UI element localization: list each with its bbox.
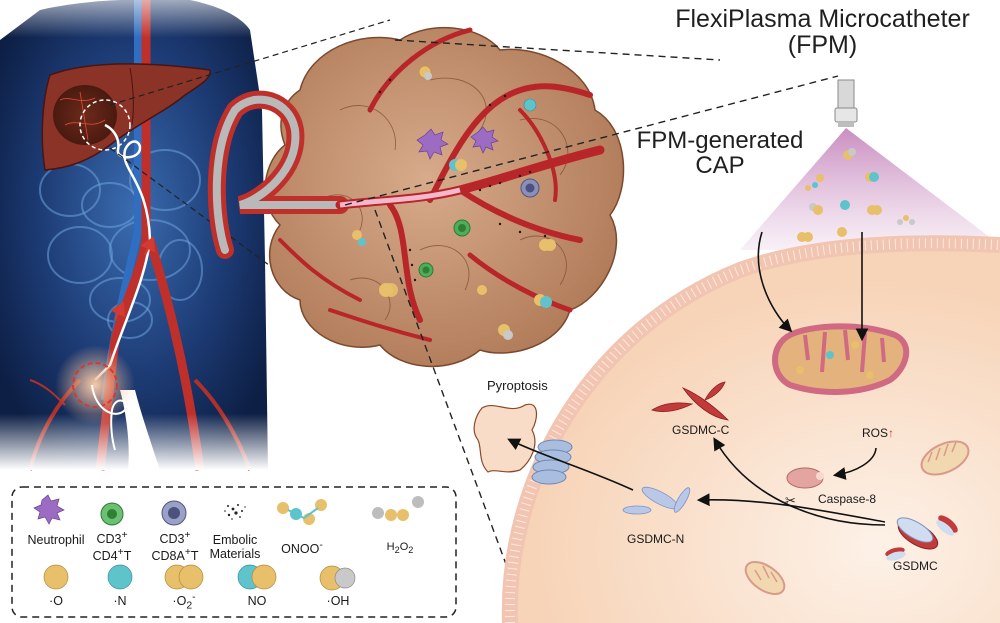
cd4-t-cell-icon [100,502,124,526]
neutrophil-icon [33,494,65,525]
ros-label: ROS↑ [862,426,894,440]
gsdmc-to-n-arrow [696,493,886,523]
legend-icons [33,494,424,591]
gsdmc-n-fragments [622,486,691,515]
gsdmc-c-fragments [651,381,730,421]
nitrogen-radical-icon [107,564,133,590]
catheter-coil-core [212,95,344,254]
pathway-arrows [507,231,886,526]
pyroptosis-debris [473,403,537,473]
legend-superoxide-label: ·O2- [172,592,196,612]
mitochondrion-damaged [772,323,910,395]
gsdmc-pore [531,439,573,485]
legend-o-radical-label: ·O [49,594,63,608]
cd4-t-cell [453,219,471,237]
cd8-t-cell [520,178,540,198]
scissors-icon: ✂ [785,493,796,508]
neutrophil [416,128,449,160]
cap-plasma-cone [740,128,1000,250]
hydroxyl-radical-icon [319,565,356,591]
ros-species-tumor [352,65,556,340]
fpm-title-line1: FlexiPlasma Microcatheter [675,5,970,33]
microcatheter-nozzle [834,79,858,127]
ros-text: ROS [862,426,889,440]
cap-title-line2: CAP [695,152,745,180]
embolic-materials-icon [224,504,246,520]
main-vessel-lumen [339,187,461,208]
cap-ros-particles [797,148,915,242]
n-to-pore-arrow [507,438,634,491]
zoom-guide-lines [344,39,839,576]
legend-h2o2-label: H2O2 [386,541,414,556]
zoom-guide-lines [109,19,391,311]
legend-no-label: NO [247,594,267,608]
embolic-material-dots [378,78,547,282]
neutrophil [470,126,499,154]
hydrogen-peroxide-icon [372,496,424,521]
cd4-t-cell [418,262,434,278]
legend-cd4-label: CD3+ CD4+T [92,530,132,563]
cd8-t-cell-icon [161,500,187,526]
legend-embolic-label: Embolic Materials [209,533,261,562]
gsdmc-n-label: GSDMC-N [627,532,685,546]
legend-oh-label: ·OH [326,594,350,608]
mitochondrion [920,440,970,476]
caspase-8-label: Caspase-8 [818,492,877,506]
caspase-8 [786,467,824,489]
cap-title-line1: FPM-generated [636,127,804,154]
gsdmc-c-label: GSDMC-C [672,423,730,437]
tumor-panel [207,27,625,368]
pyroptosis-label: Pyroptosis [487,378,548,393]
cap-entry-arrow [757,231,793,333]
ros-increase-arrow-icon: ↑ [888,426,895,440]
legend-cd8-label: CD3+ CD8A+T [151,530,199,563]
legend-n-radical-label: ·N [113,594,127,608]
cell-membrane-heads [504,238,1000,623]
ros-to-caspase-arrow [832,447,877,480]
gsdmc-label: GSDMC [893,559,938,573]
legend-neutrophil-label: Neutrophil [27,533,85,547]
cell-panel: ✂ [473,79,1000,623]
mitochondrion [744,561,786,595]
gsdmc-protein [885,515,958,561]
fpm-title: FlexiPlasma Microcatheter (FPM) [640,6,1000,59]
legend-onoo-label: ONOO- [281,540,323,557]
superoxide-icon [164,564,204,590]
fpm-title-line2: (FPM) [787,31,858,60]
cap-title: FPM-generated CAP [615,127,825,180]
peroxynitrite-icon [277,499,327,525]
oxygen-radical-icon [43,564,69,590]
nitric-oxide-icon [237,564,277,590]
